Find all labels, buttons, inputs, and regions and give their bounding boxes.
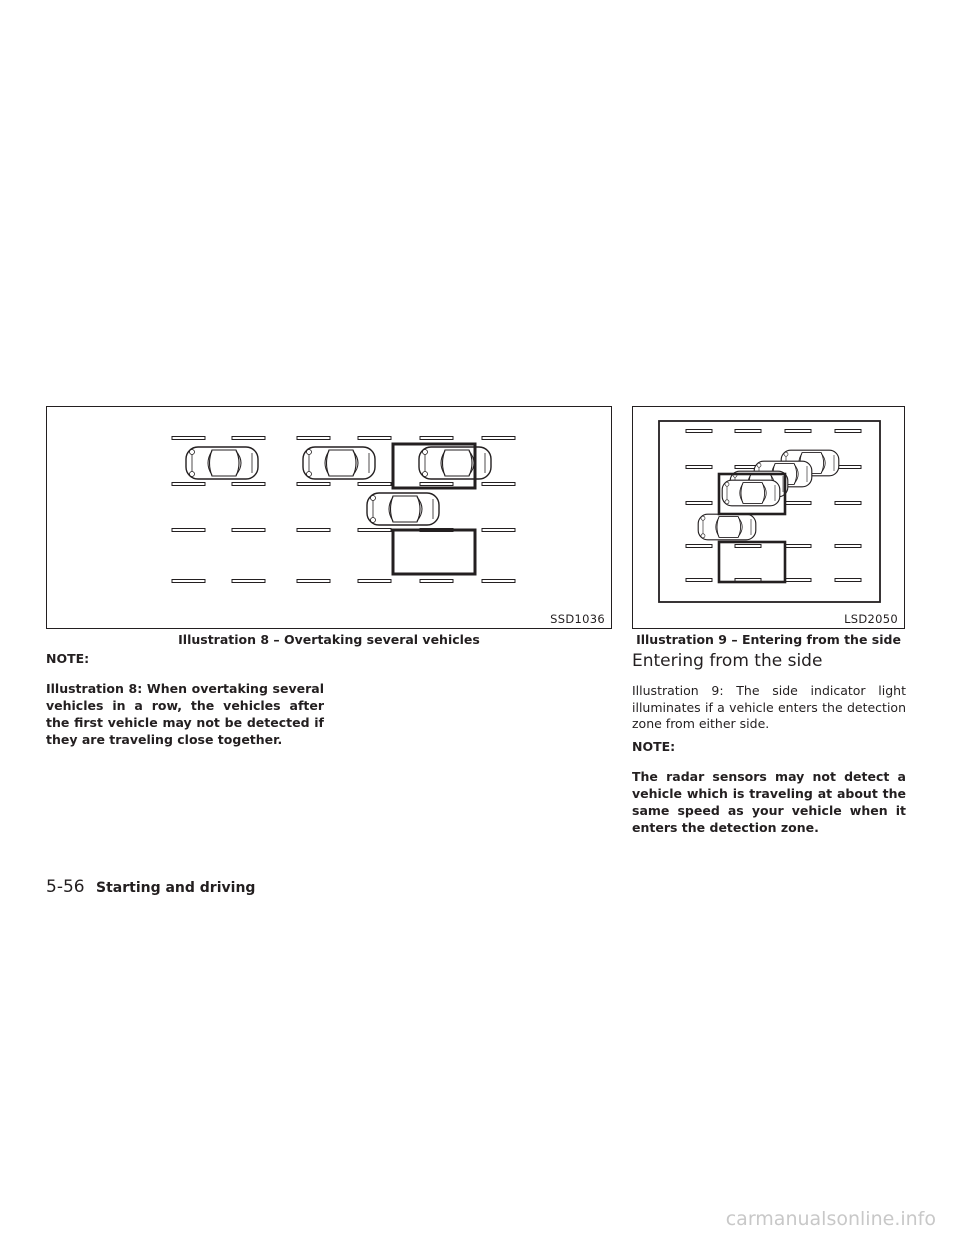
page-number: 5-56 [46,877,85,897]
lane-dash [481,579,516,583]
lane-dash [419,436,454,440]
vehicle-icon [302,446,376,480]
lane-dash [296,528,331,532]
lane-dash [685,429,713,433]
lane-dash [481,436,516,440]
lane-dash [171,482,206,486]
lane-dash [834,501,862,505]
lane-dash [685,501,713,505]
detection-zone-top [391,442,477,490]
illustration-9-frame: LSD2050 [632,406,905,629]
detection-zone-bottom [391,528,477,576]
lane-dash [171,528,206,532]
figure-code: SSD1036 [550,612,605,626]
lane-dash [357,528,392,532]
figure-caption: Illustration 8 – Overtaking several vehi… [178,632,480,647]
note-label: NOTE: [632,739,676,754]
lane-dash [685,544,713,548]
lane-dash [834,544,862,548]
illustration-8-diagram [171,436,516,583]
lane-dash [685,465,713,469]
lane-dash [834,429,862,433]
lane-dash [171,436,206,440]
lane-dash [357,436,392,440]
lane-dash [784,429,812,433]
watermark: carmanualsonline.info [725,1208,936,1230]
lane-markings-8 [171,436,516,583]
road-boundary [658,420,881,603]
vehicle-icon [366,492,440,526]
note-text: The radar sensors may not detect a vehic… [632,769,906,835]
section-heading: Entering from the side [632,651,823,671]
vehicle-icon [185,446,259,480]
lane-dash [231,436,266,440]
vehicle-icon [697,513,757,541]
vehicle-icon [418,446,492,480]
lane-dash [357,579,392,583]
detection-zone-lower [717,540,787,584]
vehicles-8 [185,446,492,526]
lane-dash [734,429,762,433]
lane-dash [296,482,331,486]
figure-caption: Illustration 9 – Entering from the side [636,632,901,647]
note-text: Illustration 8: When overtaking several … [46,681,324,747]
lane-dash [419,482,454,486]
lane-dash [296,579,331,583]
illustration-9-diagram [658,420,881,603]
lane-dash [419,579,454,583]
lane-dash [834,578,862,582]
lane-dash [481,482,516,486]
lane-dash [231,482,266,486]
lane-dash [734,544,762,548]
section-title: Starting and driving [96,880,256,896]
lane-dash [481,528,516,532]
note-label: NOTE: [46,651,90,666]
illustration-8-frame: SSD1036 [46,406,612,629]
lane-dash [784,544,812,548]
detection-zone-upper [717,472,787,516]
lane-dash [171,579,206,583]
vehicle-icon [721,479,781,507]
lane-dash [231,579,266,583]
body-paragraph: Illustration 9: The side indicator light… [632,683,906,731]
lane-dash [357,482,392,486]
lane-dash [296,436,331,440]
lane-dash [784,501,812,505]
figure-code: LSD2050 [844,612,898,626]
lane-dash [685,578,713,582]
lane-dash [784,578,812,582]
lane-dash [231,528,266,532]
